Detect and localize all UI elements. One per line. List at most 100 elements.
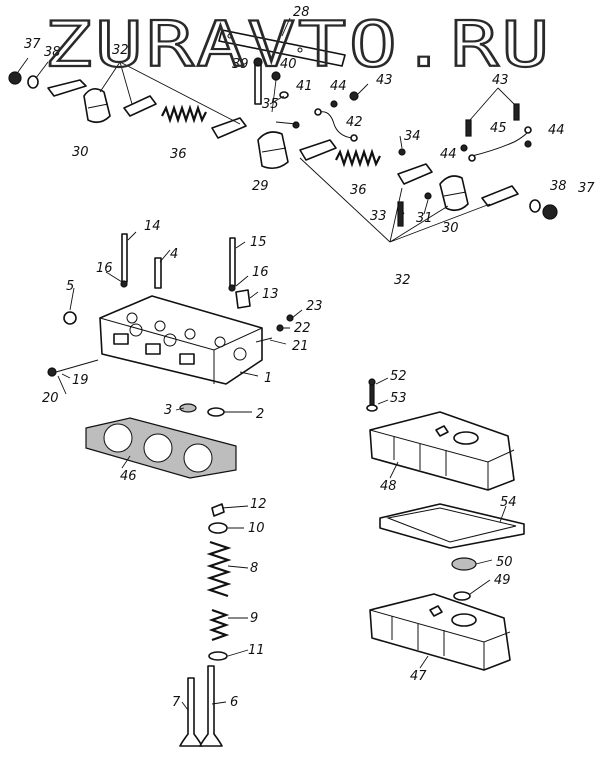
callout-5: 5 [66, 279, 74, 294]
cylinder-head-group [47, 233, 294, 479]
callout-22: 22 [294, 321, 311, 336]
rocker-arm-right-2 [397, 163, 433, 185]
callout-52: 52 [390, 369, 407, 384]
callout-48: 48 [380, 479, 397, 494]
callout-labels: 28 37 38 32 39 40 41 35 44 43 42 43 45 4… [24, 5, 595, 710]
callout-43-right: 43 [492, 73, 509, 88]
callout-41: 41 [296, 79, 313, 94]
site-watermark: ZURAVTO.RU [44, 8, 552, 81]
callout-45: 45 [490, 121, 507, 136]
callout-54: 54 [500, 495, 517, 510]
stud-21 [255, 337, 273, 343]
cover-gasket [379, 503, 525, 549]
callout-34: 34 [404, 129, 421, 144]
bolt-43-left [349, 91, 359, 101]
stud-19 [55, 359, 99, 373]
callout-20: 20 [42, 391, 59, 406]
callout-13: 13 [262, 287, 279, 302]
callout-16-right: 16 [252, 265, 269, 280]
callout-38-right: 38 [550, 179, 567, 194]
callout-23: 23 [306, 299, 323, 314]
callout-37-left: 37 [24, 37, 41, 52]
callout-32-top: 32 [112, 43, 129, 58]
callout-43-left: 43 [376, 73, 393, 88]
rocker-arm-left-3 [211, 117, 247, 139]
callout-44-mid: 44 [440, 147, 457, 162]
callout-14: 14 [144, 219, 161, 234]
washer-34 [398, 148, 406, 156]
callout-29: 29 [252, 179, 269, 194]
callout-31: 31 [416, 211, 433, 226]
callout-53: 53 [390, 391, 407, 406]
oil-pipe-45 [471, 131, 529, 157]
spring-retainer-10 [208, 522, 228, 534]
plug-23 [286, 314, 294, 322]
screw-33 [397, 201, 404, 227]
rocker-spring-left [161, 104, 207, 124]
callout-33: 33 [370, 209, 387, 224]
callout-42: 42 [346, 115, 363, 130]
callout-7: 7 [172, 695, 181, 710]
plug-left [8, 71, 22, 85]
washer-44-r [524, 140, 532, 148]
callout-28: 28 [293, 5, 310, 20]
valve-keeper-12 [211, 503, 225, 517]
callout-35: 35 [262, 97, 279, 112]
callout-30-left: 30 [72, 145, 89, 160]
bracket-13 [235, 289, 251, 309]
valve-group [179, 503, 232, 747]
callout-21: 21 [292, 339, 309, 354]
nut-20 [47, 367, 57, 377]
callout-16-left: 16 [96, 261, 113, 276]
washer-41 [279, 91, 289, 99]
plug-3 [179, 403, 197, 413]
callout-39: 39 [232, 57, 249, 72]
valve-cover-group [366, 378, 525, 671]
callout-15: 15 [250, 235, 267, 250]
callout-10: 10 [248, 521, 265, 536]
rocker-spring-right [335, 148, 381, 168]
washer-53 [366, 404, 378, 412]
leader-lines [17, 17, 515, 711]
valve-spring-8 [206, 540, 232, 598]
bolt-43-r1 [465, 119, 472, 137]
callout-36-left: 36 [170, 147, 187, 162]
callout-3: 3 [164, 403, 172, 418]
rocker-shaft [218, 29, 346, 67]
callout-50: 50 [496, 555, 513, 570]
callout-4: 4 [170, 247, 178, 262]
head-bolt-15 [229, 237, 236, 287]
callout-49: 49 [494, 573, 511, 588]
callout-44-right: 44 [548, 123, 565, 138]
callout-12: 12 [250, 497, 267, 512]
bolt-43-r2 [513, 103, 520, 121]
rocker-arm-left-1 [47, 79, 87, 97]
rocker-arm-right-3 [481, 185, 519, 207]
washer-35 [292, 121, 300, 129]
callout-11: 11 [248, 643, 265, 658]
callout-46: 46 [120, 469, 137, 484]
callout-1: 1 [264, 371, 272, 386]
callout-8: 8 [250, 561, 258, 576]
valve-cover-48 [369, 411, 515, 491]
washer-2 [207, 407, 225, 417]
head-bolt-14 [121, 233, 128, 283]
bolt-52 [369, 383, 375, 407]
o-ring-5 [63, 311, 77, 325]
callout-30-right: 30 [442, 221, 459, 236]
callout-47: 47 [410, 669, 427, 684]
valve-spring-9 [208, 608, 230, 642]
washer-44-left [330, 100, 338, 108]
callout-32-bottom: 32 [394, 273, 411, 288]
valve-intake-7 [179, 677, 203, 747]
ball-31 [424, 192, 432, 200]
washer-right [529, 199, 541, 213]
valve-cover-47 [369, 593, 511, 671]
callout-37-right: 37 [578, 181, 595, 196]
dowel-4 [154, 257, 162, 289]
plug-right [542, 204, 558, 220]
rocker-support-30-right [439, 175, 469, 212]
rocker-shaft-assembly [8, 29, 558, 227]
washer-left [27, 75, 39, 89]
spring-seat-11 [208, 651, 228, 661]
